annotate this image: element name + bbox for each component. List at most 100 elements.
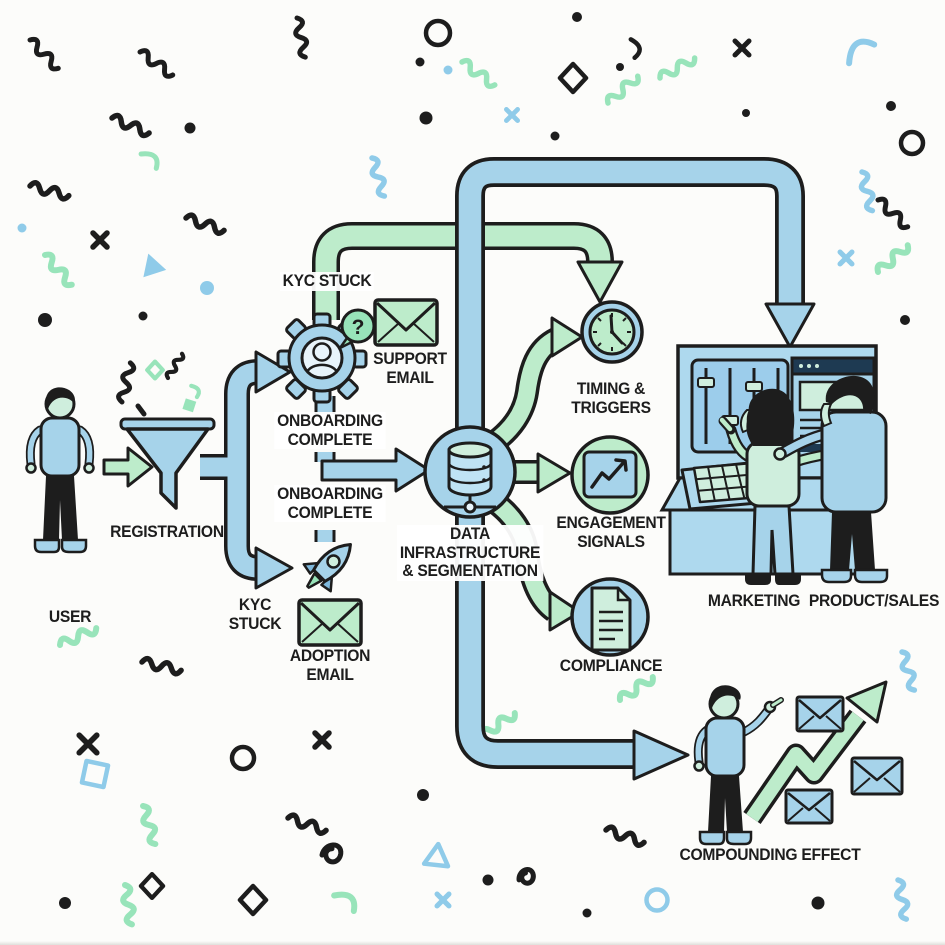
arrowhead xyxy=(576,260,624,304)
decoration-dot xyxy=(138,311,148,321)
decoration-squiggle xyxy=(898,651,919,692)
confetti-squiggle xyxy=(165,352,184,379)
decoration-squiggle xyxy=(617,673,655,703)
person-torso xyxy=(820,410,888,514)
email-icon xyxy=(850,756,904,796)
memphis-decoration-layer xyxy=(17,12,926,925)
user-figure xyxy=(25,387,95,554)
question-bubble-tail xyxy=(338,336,354,350)
growth-arrow-icon xyxy=(746,711,864,822)
label-user: USER xyxy=(48,607,92,626)
label-line: & SEGMENTATION xyxy=(402,561,538,581)
person-hand xyxy=(693,760,705,772)
label-data-infrastructure: DATA INFRASTRUCTURE & SEGMENTATION xyxy=(397,524,543,582)
decoration-squiggle xyxy=(185,214,226,235)
gear-user-shoulders xyxy=(305,363,339,373)
decoration-circle xyxy=(423,18,453,48)
decoration-curl xyxy=(517,868,535,885)
decoration-dot xyxy=(17,223,27,233)
decoration-squiggle xyxy=(293,17,310,58)
person-shoe xyxy=(725,830,753,846)
user-shoe xyxy=(33,538,61,554)
decoration-squiggle xyxy=(139,805,160,846)
label-line: ENGAGEMENT xyxy=(556,513,666,532)
clock-hands xyxy=(609,314,624,345)
label-line: COMPLETE xyxy=(287,429,373,449)
decoration-squiggle xyxy=(875,197,911,230)
arrowhead xyxy=(254,546,294,590)
decoration-x xyxy=(506,109,517,120)
person-legs xyxy=(830,512,875,570)
arrowhead xyxy=(764,302,816,349)
decoration-dot xyxy=(59,897,71,909)
label-timing-triggers: TIMING & TRIGGERS xyxy=(571,379,651,417)
user-shoe xyxy=(60,538,88,554)
person-hair xyxy=(825,375,875,414)
window-dot xyxy=(815,364,819,368)
support-email-icon xyxy=(373,298,439,347)
label-engagement-signals: ENGAGEMENT SIGNALS xyxy=(556,513,666,551)
document-icon xyxy=(590,586,632,652)
decoration-dot xyxy=(38,313,52,327)
email-icon xyxy=(795,695,845,733)
browser-titlebar xyxy=(790,356,876,376)
decoration-curve xyxy=(844,38,878,63)
person-shoe xyxy=(775,574,801,585)
decoration-squiggle xyxy=(287,814,328,835)
label-kyc-stuck-bottom: KYC STUCK xyxy=(228,595,282,633)
arrowhead xyxy=(536,452,572,494)
decoration-dot xyxy=(582,908,592,918)
decoration-circle xyxy=(898,129,926,157)
label-adoption-email: ADOPTION EMAIL xyxy=(289,646,371,684)
decoration-squiggle xyxy=(858,171,877,212)
person-shoe xyxy=(698,830,726,846)
decoration-dot xyxy=(742,109,750,117)
label-line: COMPLETE xyxy=(287,502,373,522)
question-mark: ? xyxy=(352,316,365,339)
decoration-dot xyxy=(200,281,214,295)
person-shoe xyxy=(745,574,771,585)
label-onboarding-complete-a: ONBOARDING COMPLETE xyxy=(274,411,386,450)
confetti-diamond xyxy=(147,362,163,379)
label-line: EMAIL xyxy=(386,367,434,387)
email-icon xyxy=(784,788,834,825)
bottom-edge-shadow xyxy=(0,941,945,945)
person-hand xyxy=(773,447,787,461)
decoration-square xyxy=(82,761,108,787)
decoration-dot xyxy=(900,315,910,325)
label-onboarding-complete-b: ONBOARDING COMPLETE xyxy=(274,484,386,523)
label-line: SIGNALS xyxy=(577,531,645,551)
engagement-chart-icon xyxy=(570,435,650,515)
compounding-scene xyxy=(693,680,904,846)
confetti-square xyxy=(182,398,197,413)
label-line: ONBOARDING xyxy=(277,484,383,503)
label-line: EMAIL xyxy=(306,664,354,684)
decoration-dot xyxy=(616,63,624,71)
label-support-email: SUPPORT EMAIL xyxy=(373,349,447,387)
person-legs xyxy=(708,776,743,832)
decoration-squiggle xyxy=(110,114,150,137)
slider-handle xyxy=(697,377,715,388)
rocket-flame xyxy=(306,572,323,589)
label-line: SUPPORT xyxy=(373,349,447,368)
person-hair xyxy=(709,685,741,708)
decoration-dot xyxy=(550,131,560,141)
label-line: STUCK xyxy=(228,613,282,633)
decoration-squiggle xyxy=(42,252,75,288)
funnel-body xyxy=(125,427,210,510)
window-dot xyxy=(799,364,803,368)
decoration-circle xyxy=(229,744,257,772)
decoration-circle xyxy=(644,887,670,913)
decoration-x xyxy=(735,41,749,55)
decoration-x xyxy=(437,894,449,906)
growth-arrowhead xyxy=(845,680,888,724)
decoration-x xyxy=(315,733,329,747)
decoration-dot xyxy=(417,789,429,801)
decoration-x xyxy=(93,233,107,247)
decoration-squiggle xyxy=(605,73,641,106)
decoration-squiggle xyxy=(58,624,98,649)
decoration-squiggle xyxy=(27,37,62,72)
label-marketing: MARKETING xyxy=(707,591,801,610)
label-line: ADOPTION xyxy=(289,646,371,665)
